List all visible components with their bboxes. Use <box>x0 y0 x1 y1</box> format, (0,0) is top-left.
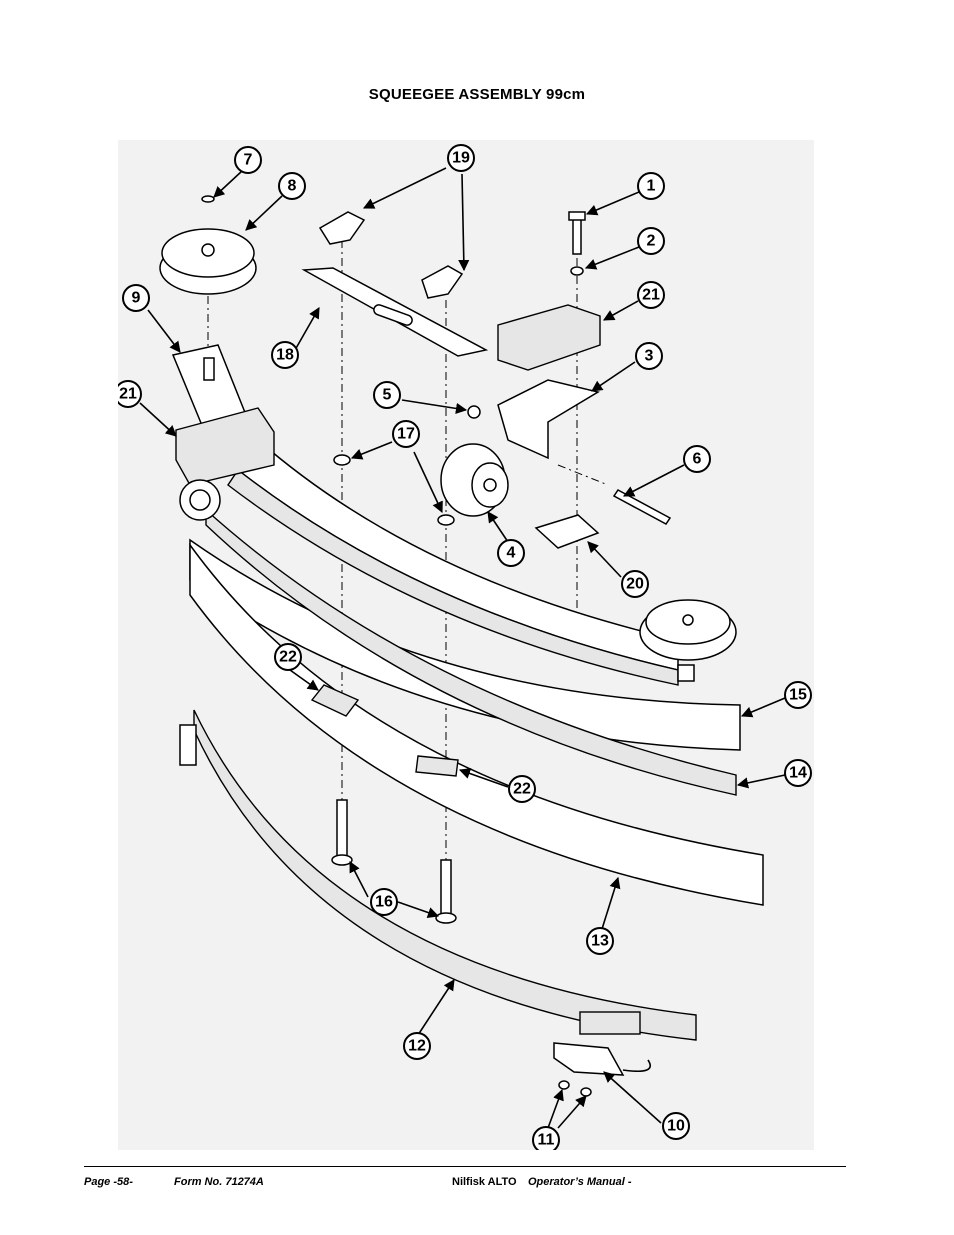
bracket-3 <box>497 379 600 460</box>
latch-10 <box>553 1042 625 1076</box>
callout-3: 3 <box>635 342 663 370</box>
knob-19-a <box>318 211 366 245</box>
callout-9: 9 <box>122 284 150 312</box>
callout-17: 17 <box>392 420 420 448</box>
pin-6 <box>612 489 672 525</box>
callout-18: 18 <box>271 341 299 369</box>
callout-12: 12 <box>403 1032 431 1060</box>
svg-text:10: 10 <box>667 1118 685 1135</box>
svg-text:22: 22 <box>279 649 297 666</box>
svg-text:21: 21 <box>642 287 660 304</box>
svg-text:17: 17 <box>397 426 415 443</box>
blade-clamp <box>579 1011 641 1035</box>
svg-text:2: 2 <box>647 233 656 250</box>
bumper-21-left <box>175 407 275 486</box>
page-title: SQUEEGEE ASSEMBLY 99cm <box>368 86 586 103</box>
svg-text:4: 4 <box>507 545 516 562</box>
callout-20: 20 <box>621 570 649 598</box>
nut-5 <box>467 405 481 419</box>
callout-22-b: 22 <box>508 775 536 803</box>
svg-text:21: 21 <box>119 386 137 403</box>
blade-14 <box>205 508 737 796</box>
svg-text:14: 14 <box>789 765 807 782</box>
svg-text:15: 15 <box>789 687 807 704</box>
callout-5: 5 <box>373 381 401 409</box>
footer-brand: Nilfisk ALTO <box>452 1176 517 1188</box>
washer-2 <box>570 266 584 276</box>
svg-text:11: 11 <box>538 1132 555 1149</box>
footer-divider <box>84 1166 846 1167</box>
callout-2: 2 <box>637 227 665 255</box>
callout-14: 14 <box>784 759 812 787</box>
spacer-22-b <box>415 755 459 777</box>
svg-text:6: 6 <box>693 451 702 468</box>
knob-19-b <box>421 265 464 299</box>
callout-1: 1 <box>637 172 665 200</box>
nut-17-b <box>437 514 455 526</box>
svg-text:5: 5 <box>383 387 392 404</box>
callout-7: 7 <box>234 146 262 174</box>
callout-15: 15 <box>784 681 812 709</box>
blade-12-end <box>179 724 197 766</box>
bolt-1 <box>572 217 582 255</box>
screw-11-b <box>580 1087 592 1097</box>
callout-22-a: 22 <box>274 643 302 671</box>
callout-13: 13 <box>586 927 614 955</box>
svg-text:3: 3 <box>645 348 654 365</box>
svg-text:12: 12 <box>408 1038 426 1055</box>
footer-page-number: Page -58- <box>84 1176 133 1188</box>
bumper-21-right <box>497 304 601 371</box>
callout-10: 10 <box>662 1112 690 1140</box>
callout-16: 16 <box>370 888 398 916</box>
callout-8: 8 <box>278 172 306 200</box>
blade-12 <box>193 709 697 1041</box>
callout-19: 19 <box>447 144 475 172</box>
svg-text:19: 19 <box>452 150 470 167</box>
svg-text:22: 22 <box>513 781 531 798</box>
svg-text:18: 18 <box>276 347 294 364</box>
svg-text:20: 20 <box>626 576 644 593</box>
plate-20 <box>534 514 600 549</box>
svg-text:13: 13 <box>591 933 609 950</box>
callout-4: 4 <box>497 539 525 567</box>
svg-text:7: 7 <box>244 152 253 169</box>
nut-17-a <box>333 454 351 466</box>
spacer-22-a <box>310 684 360 717</box>
bolt-16-b <box>440 859 452 917</box>
footer-form-number: Form No. 71274A <box>174 1176 264 1188</box>
callout-6: 6 <box>683 445 711 473</box>
exploded-parts-diagram: 7 8 19 1 2 21 3 9 21 18 5 17 6 4 20 22 2… <box>118 140 814 1150</box>
bolt-16-a <box>336 799 348 859</box>
callout-21-left: 21 <box>118 380 142 408</box>
svg-text:8: 8 <box>288 178 297 195</box>
callout-21-right: 21 <box>637 281 665 309</box>
svg-text:16: 16 <box>375 894 393 911</box>
screw-11-a <box>558 1080 570 1090</box>
svg-text:9: 9 <box>132 290 141 307</box>
callout-11: 11 <box>532 1126 560 1150</box>
svg-text:1: 1 <box>647 178 656 195</box>
footer-manual-title: Operator’s Manual - <box>528 1176 632 1188</box>
